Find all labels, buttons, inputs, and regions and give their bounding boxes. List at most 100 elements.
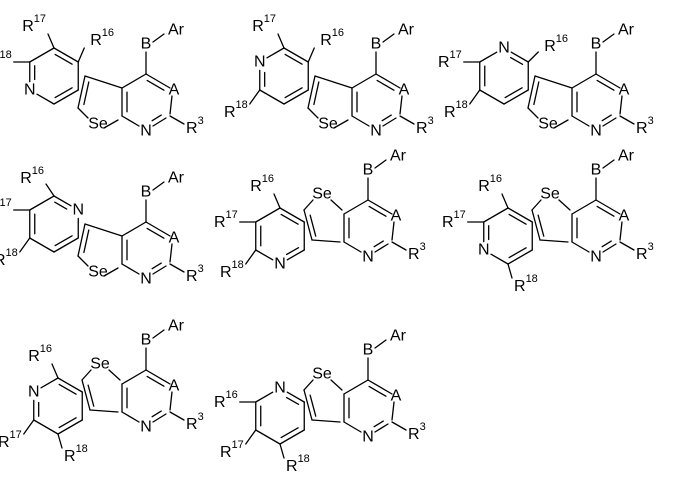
- bond-line: [267, 48, 284, 58]
- r17-substituent: R17: [214, 209, 238, 231]
- r17-substituent-superscript: 17: [454, 209, 466, 221]
- r3-substituent-superscript: 3: [428, 115, 434, 127]
- bond-line: [82, 380, 90, 410]
- r3-substituent: R3: [408, 421, 426, 443]
- pyrimidine-nitrogen: N: [140, 419, 152, 436]
- r3-substituent: R3: [636, 241, 654, 263]
- bond-line: [30, 196, 54, 210]
- r16-substituent: R16: [478, 173, 502, 195]
- bond-line: [620, 96, 622, 114]
- aryl-group: Ar: [398, 22, 415, 39]
- bond-line: [170, 116, 184, 124]
- bond-line: [572, 74, 596, 88]
- bond-line: [491, 254, 508, 264]
- bond-line: [308, 48, 314, 62]
- structure-6: ANBArR3SeNR16R17R18: [442, 148, 654, 295]
- bond-line: [304, 200, 313, 210]
- bond-line: [122, 116, 139, 126]
- aryl-group: Ar: [618, 148, 635, 165]
- bond-line: [528, 108, 538, 118]
- bond-line: [285, 88, 302, 98]
- bond-line: [281, 428, 298, 438]
- aryl-group: Ar: [390, 328, 407, 345]
- boron-atom: B: [591, 36, 602, 53]
- bond-line: [256, 430, 280, 444]
- bond-line: [55, 88, 72, 98]
- bond-line: [535, 76, 572, 88]
- pyridine-nitrogen: N: [274, 256, 286, 273]
- r18-substituent: R18: [444, 99, 468, 121]
- structure-4: ANBArR3SeNR16R17R18: [0, 165, 204, 288]
- bond-line: [287, 248, 299, 255]
- bond-line: [54, 238, 78, 252]
- bond-line: [382, 115, 391, 121]
- bond-line: [20, 238, 30, 252]
- r18-substituent: R18: [514, 273, 538, 295]
- bond-line: [368, 200, 392, 214]
- r16-substituent: R16: [544, 33, 568, 55]
- r17-substituent-letter: R: [220, 444, 232, 461]
- r17-substituent-superscript: 17: [226, 209, 238, 221]
- ring-atom-A: A: [619, 208, 630, 225]
- bond-line: [78, 48, 84, 62]
- r16-substituent-letter: R: [320, 32, 332, 49]
- bond-line: [400, 96, 402, 114]
- bond-line: [278, 34, 284, 48]
- r3-substituent-letter: R: [186, 120, 198, 137]
- r16-substituent: R16: [320, 27, 344, 49]
- bond-line: [344, 380, 368, 394]
- r16-substituent-letter: R: [28, 348, 40, 365]
- selenium-atom: Se: [312, 186, 332, 203]
- bond-line: [59, 418, 76, 428]
- bond-line: [374, 421, 383, 427]
- bond-line: [122, 222, 146, 236]
- structure-8: ANBArR3SeNR16R17R18: [214, 328, 426, 475]
- bond-line: [246, 430, 256, 444]
- r18-substituent-letter: R: [514, 278, 526, 295]
- r16-substituent: R16: [90, 27, 114, 49]
- r17-substituent-superscript: 17: [232, 439, 244, 451]
- bond-line: [375, 160, 386, 168]
- bond-line: [24, 420, 34, 434]
- bond-line: [170, 264, 184, 272]
- structure-5: ANBArR3SeNR16R17R18: [214, 148, 426, 281]
- bond-line: [310, 395, 316, 416]
- r17-substituent-letter: R: [0, 434, 10, 451]
- r3-substituent-superscript: 3: [198, 115, 204, 127]
- r16-substituent: R16: [250, 173, 274, 195]
- bond-line: [147, 80, 164, 90]
- bond-line: [572, 242, 589, 252]
- bond-line: [146, 74, 170, 88]
- bond-line: [84, 82, 89, 104]
- bond-line: [256, 208, 280, 222]
- r18-substituent-superscript: 18: [298, 453, 310, 465]
- r16-substituent-letter: R: [214, 394, 226, 411]
- boron-atom: B: [591, 162, 602, 179]
- selenium-atom: Se: [538, 116, 558, 133]
- bond-line: [147, 228, 164, 238]
- bond-line: [55, 236, 72, 246]
- r16-substituent-letter: R: [478, 178, 490, 195]
- selenium-atom: Se: [88, 116, 108, 133]
- r17-substituent: R17: [442, 209, 466, 231]
- bond-line: [287, 250, 304, 260]
- r18-substituent-superscript: 18: [6, 247, 18, 259]
- bond-line: [369, 386, 386, 396]
- r18-substituent-letter: R: [286, 458, 298, 475]
- r18-substituent-superscript: 18: [526, 273, 538, 285]
- bond-line: [260, 90, 284, 104]
- bond-line: [344, 200, 368, 214]
- selenium-atom: Se: [318, 116, 338, 133]
- r3-substituent-letter: R: [408, 426, 420, 443]
- bond-line: [41, 378, 58, 388]
- bond-line: [528, 52, 538, 62]
- bond-line: [59, 384, 76, 394]
- bond-line: [58, 378, 82, 392]
- pyrimidine-nitrogen: N: [590, 123, 602, 140]
- pyrimidine-nitrogen: N: [362, 249, 374, 266]
- bond-line: [250, 90, 260, 104]
- bond-line: [509, 248, 526, 258]
- r17-substituent-superscript: 17: [264, 13, 276, 25]
- bond-line: [287, 398, 299, 405]
- aryl-group: Ar: [390, 148, 407, 165]
